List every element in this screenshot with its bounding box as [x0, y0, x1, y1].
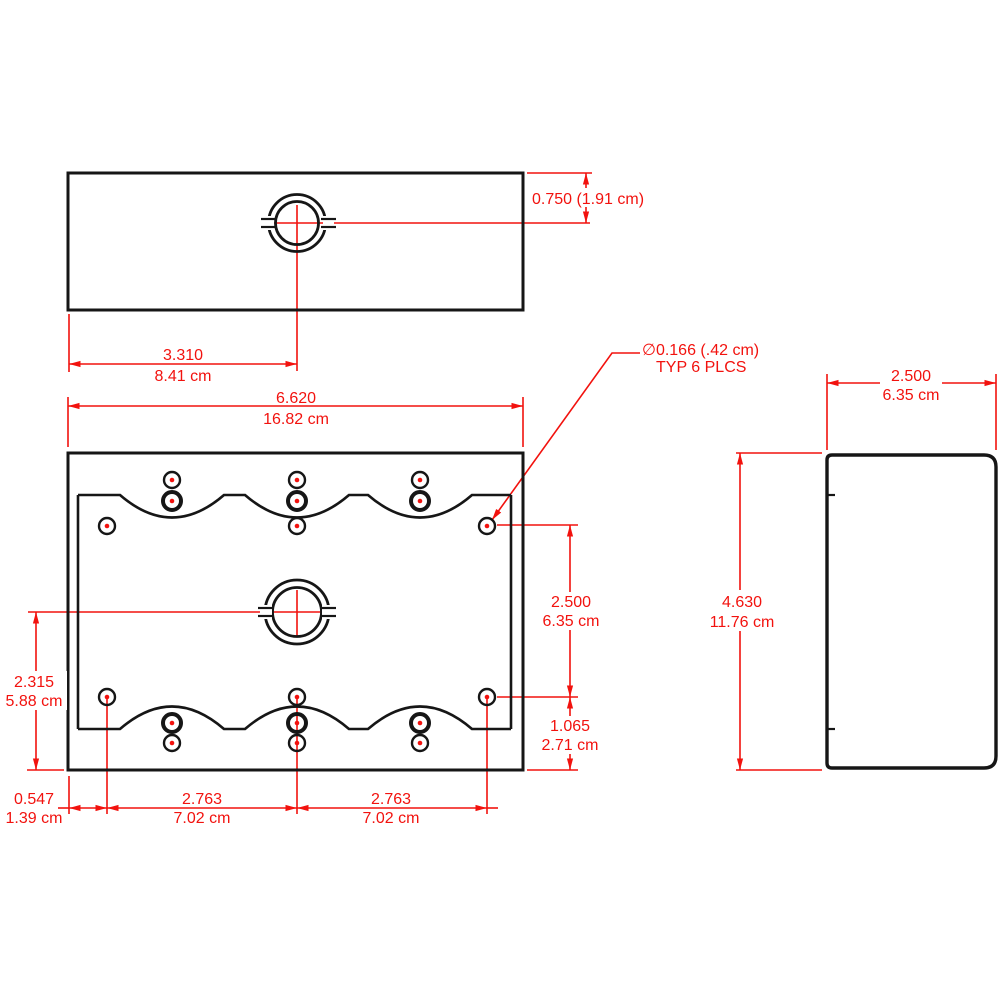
- dim-label-hole-from-left-in: 3.310: [163, 347, 203, 364]
- dim-label-row-span-in: 2.500: [551, 594, 591, 611]
- bottom-flange-scallops: [78, 705, 511, 731]
- dim-label-hole-span1-cm: 7.02 cm: [174, 810, 231, 827]
- dim-label-side-width-cm: 6.35 cm: [883, 387, 940, 404]
- device-screw-holes: [161, 470, 431, 753]
- dim-label-side-height-in: 4.630: [722, 594, 762, 611]
- dim-label-side-width-in: 2.500: [891, 368, 931, 385]
- front-view: [66, 451, 525, 772]
- dim-label-edge-offset-in: 0.547: [14, 791, 54, 808]
- dim-label-edge-offset-cm: 1.39 cm: [6, 810, 63, 827]
- dim-label-row-span-cm: 6.35 cm: [543, 613, 600, 630]
- dim-label-overall-width-cm: 16.82 cm: [263, 411, 329, 428]
- knockout-inner-circle: [271, 586, 323, 638]
- dim-label-hole-span1-in: 2.763: [182, 791, 222, 808]
- dim-label-center-to-bottom-cm: 5.88 cm: [6, 693, 63, 710]
- label-masks: [2, 188, 942, 806]
- dim-label-bottom-offset-in: 1.065: [550, 718, 590, 735]
- dim-label-side-height-cm: 11.76 cm: [710, 614, 775, 631]
- top-view: [66, 171, 525, 312]
- note-hole-qty: TYP 6 PLCS: [656, 359, 746, 376]
- dim-label-hole-from-top: 0.750 (1.91 cm): [532, 191, 644, 208]
- dim-label-overall-width-in: 6.620: [276, 390, 316, 407]
- dim-label-hole-from-left-cm: 8.41 cm: [155, 368, 212, 385]
- dim-label-hole-span2-in: 2.763: [371, 791, 411, 808]
- view-fills: [68, 173, 996, 770]
- knockout-inner-circle: [274, 200, 320, 246]
- dimension-labels: 0.750 (1.91 cm) 3.310 8.41 cm 6.620 16.8…: [6, 191, 940, 827]
- leader-line-typ-holes: [491, 352, 640, 521]
- hole-center-dots: [104, 477, 490, 746]
- dim-label-center-to-bottom-in: 2.315: [14, 674, 54, 691]
- dim-label-bottom-offset-cm: 2.71 cm: [542, 737, 599, 754]
- side-view: [825, 453, 998, 770]
- dim-label-hole-span2-cm: 7.02 cm: [363, 810, 420, 827]
- note-hole-diameter: ∅0.166 (.42 cm): [642, 342, 759, 359]
- mounting-holes: [97, 516, 497, 707]
